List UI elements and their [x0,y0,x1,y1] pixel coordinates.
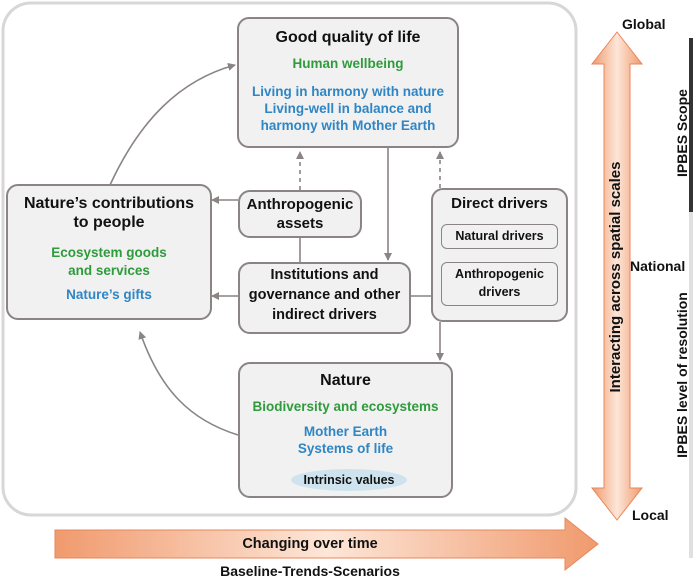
interacting-scales-label: Interacting across spatial scales [607,161,624,393]
anthropogenic-drivers-line-2: drivers [478,285,521,299]
anthropogenic-drivers-line-1: Anthropogenic [455,267,544,281]
contributions-title-2: to people [73,214,145,231]
biodiversity-label: Biodiversity and ecosystems [252,399,439,414]
arrow-ncp-to-quality [109,62,236,186]
systems-of-life-label: Systems of life [297,441,394,456]
resolution-bar [689,212,693,558]
contributions-title-1: Nature’s contributions [23,195,195,212]
natural-drivers-box [441,224,558,249]
institutions-line-3: indirect drivers [272,307,377,323]
institutions-line-2: governance and other [248,287,401,303]
ipbes-scope-label: IPBES Scope [674,89,690,177]
direct-drivers-title: Direct drivers [451,195,548,212]
scales-arrow [590,31,644,521]
good-quality-title: Good quality of life [275,29,421,46]
contributions-box [6,184,212,320]
ecosystem-goods-line-2: and services [68,263,150,278]
baseline-trends-label: Baseline-Trends-Scenarios [220,563,400,579]
assets-line-1: Anthropogenic [246,196,354,213]
ipbes-resolution-label: IPBES level of resolution [674,292,690,458]
nature-title: Nature [320,372,371,389]
harmony-line-3: harmony with Mother Earth [260,118,436,133]
anthropogenic-drivers-box [441,262,558,306]
scope-bar [689,38,693,244]
time-arrow [54,516,599,572]
natures-gifts-label: Nature’s gifts [66,287,152,302]
intrinsic-values-label: Intrinsic values [303,473,395,487]
harmony-line-2: Living-well in balance and [264,101,432,116]
arrow-nature-to-ncp [138,331,239,436]
assets-box [238,190,362,238]
global-label: Global [622,16,666,32]
human-wellbeing-label: Human wellbeing [292,56,404,71]
institutions-box [238,262,411,334]
good-quality-box [237,17,459,148]
assets-line-2: assets [276,215,324,232]
national-label: National [630,258,686,274]
changing-over-time-label: Changing over time [242,536,378,552]
natural-drivers-label: Natural drivers [455,229,544,243]
local-label: Local [632,507,669,523]
intrinsic-values-oval [291,469,407,491]
mother-earth-label: Mother Earth [303,424,388,439]
institutions-line-1: Institutions and [270,267,379,283]
ecosystem-goods-line-1: Ecosystem goods [51,245,167,260]
harmony-line-1: Living in harmony with nature [251,84,444,99]
